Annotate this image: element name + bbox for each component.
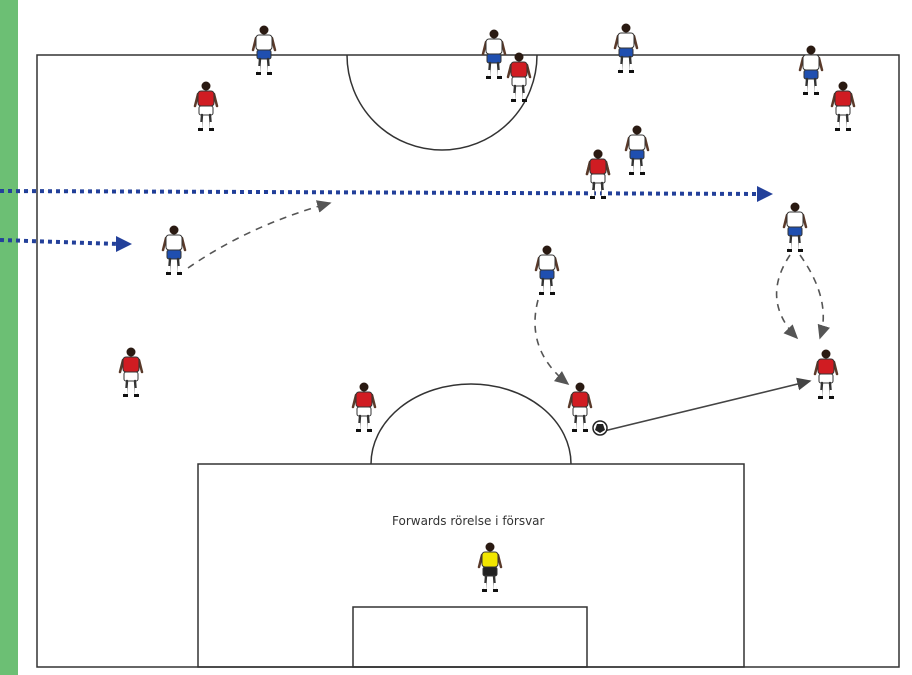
player-red-forward bbox=[351, 382, 377, 432]
player-white-midfielder bbox=[782, 202, 808, 252]
player-red-forward bbox=[585, 149, 611, 199]
player-red-forward bbox=[506, 52, 532, 102]
player-red-forward bbox=[830, 81, 856, 131]
player-white-midfielder bbox=[161, 225, 187, 275]
sidebar-strip bbox=[0, 0, 18, 675]
goal-area bbox=[352, 606, 588, 668]
player-white-defender bbox=[481, 29, 507, 79]
dashed-run-arrow-middle bbox=[534, 299, 570, 385]
dashed-run-arrow-right-a bbox=[775, 254, 799, 340]
dashed-run-arrow-left bbox=[187, 200, 332, 269]
player-red-ball-carrier bbox=[567, 382, 593, 432]
player-white-defender bbox=[251, 25, 277, 75]
player-white-midfielder bbox=[534, 245, 560, 295]
center-circle-arc bbox=[346, 54, 538, 151]
player-red-forward bbox=[813, 349, 839, 399]
player-white-defender bbox=[798, 45, 824, 95]
penalty-area bbox=[197, 463, 745, 668]
blue-dotted-arrow-top bbox=[0, 186, 773, 202]
player-keeper-goalkeeper bbox=[477, 542, 503, 592]
player-red-forward bbox=[193, 81, 219, 131]
penalty-arc bbox=[370, 383, 572, 465]
player-red-forward bbox=[118, 347, 144, 397]
pass-arrow bbox=[603, 377, 812, 432]
blue-dotted-arrow-left bbox=[0, 236, 132, 252]
player-white-midfielder bbox=[624, 125, 650, 175]
dashed-run-arrow-right-b bbox=[799, 254, 830, 340]
players-layer bbox=[118, 23, 856, 592]
player-white-defender bbox=[613, 23, 639, 73]
diagram-caption: Forwards rörelse i försvar bbox=[392, 514, 545, 528]
ball-icon bbox=[592, 420, 608, 436]
